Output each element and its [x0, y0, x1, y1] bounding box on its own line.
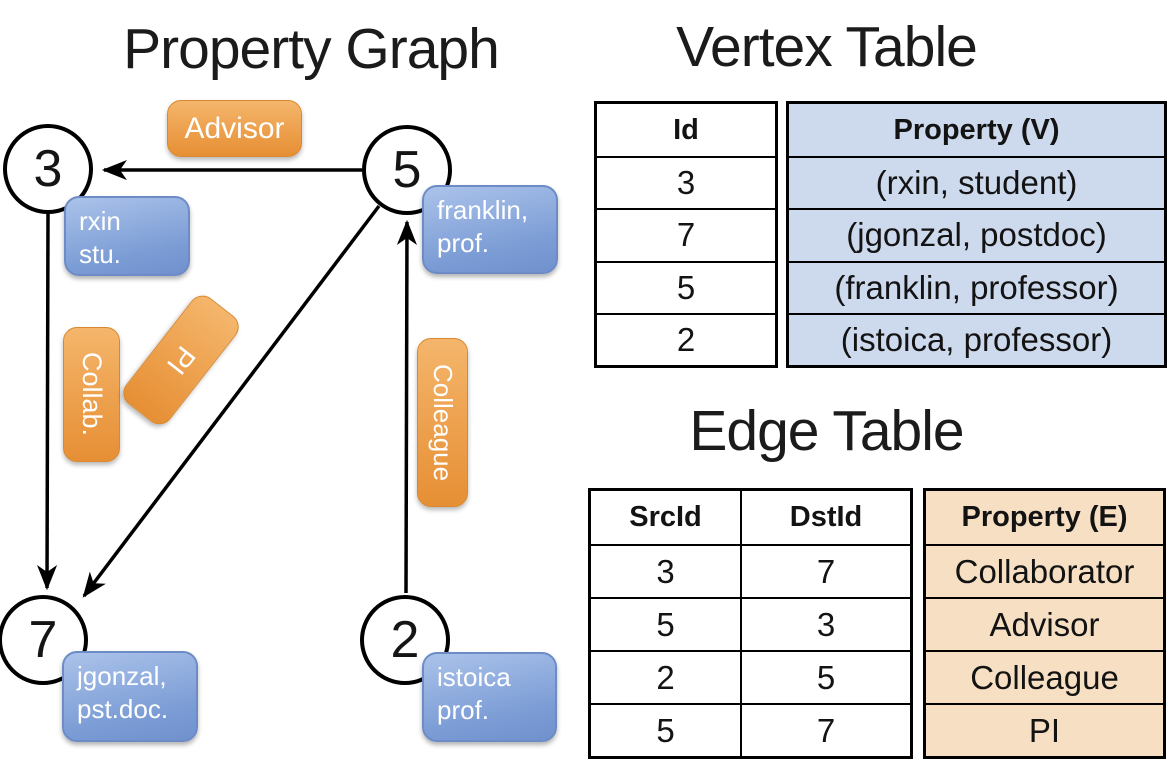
edge-collab-line: [36, 213, 58, 591]
vertex-table-property-cell: (istoica, professor): [789, 312, 1164, 365]
vertex-label-rxin: rxin stu.: [64, 196, 190, 276]
edge-table-src-dst-columns: SrcId DstId 3 7 5 3 2 5 5 7: [588, 488, 913, 759]
edge-table-title: Edge Table: [689, 399, 964, 463]
edge-pi-line: [82, 204, 381, 598]
edge-table-property-cell: Advisor: [926, 597, 1163, 650]
edge-table-dst-cell: 7: [740, 544, 910, 597]
vertex-table-property-column: Property (V) (rxin, student) (jgonzal, p…: [786, 101, 1167, 368]
vertex-label-istoica: istoica prof.: [422, 652, 557, 742]
edge-label-advisor: Advisor: [167, 100, 302, 157]
edge-table-src-cell: 5: [591, 703, 740, 756]
vertex-table-id-cell: 5: [597, 260, 775, 313]
vertex-table-property-cell: (jgonzal, postdoc): [789, 208, 1164, 260]
vertex-table-id-cell: 3: [597, 156, 775, 208]
vertex-label-line: istoica: [437, 662, 511, 692]
edge-table-property-cell: PI: [926, 703, 1163, 756]
vertex-table-property-cell: (rxin, student): [789, 156, 1164, 208]
edge-colleague-line: [396, 219, 418, 594]
vertex-table-id-cell: 7: [597, 208, 775, 260]
edge-label-collab: Collab.: [63, 327, 120, 462]
vertex-table-property-header: Property (V): [893, 113, 1060, 146]
edge-table-property-header: Property (E): [961, 501, 1128, 533]
edge-table-src-cell: 2: [591, 650, 740, 703]
property-graph-title: Property Graph: [123, 17, 500, 81]
edge-table-property-cell: Collaborator: [926, 544, 1163, 597]
edge-table-property-cell: Colleague: [926, 650, 1163, 703]
edge-table-dst-cell: 3: [740, 597, 910, 650]
vertex-label-line: franklin,: [437, 195, 529, 225]
vertex-label-line: rxin: [79, 206, 121, 236]
vertex-table-id-cell: 2: [597, 312, 775, 365]
edge-label-colleague: Colleague: [417, 338, 468, 507]
vertex-label-line: prof.: [437, 695, 490, 726]
vertex-label-line: jgonzal,: [77, 661, 167, 691]
edge-table-dst-cell: 7: [740, 703, 910, 756]
vertex-label-line: prof.: [437, 228, 490, 259]
edge-table-src-cell: 3: [591, 544, 740, 597]
edge-table-property-column: Property (E) Collaborator Advisor Collea…: [923, 488, 1166, 759]
edge-table-src-cell: 5: [591, 597, 740, 650]
vertex-label-line: stu.: [79, 239, 121, 270]
vertex-table-property-cell: (franklin, professor): [789, 260, 1164, 313]
vertex-table-id-column: Id 3 7 5 2: [594, 101, 778, 368]
vertex-label-line: pst.doc.: [77, 694, 169, 725]
edge-table-dst-cell: 5: [740, 650, 910, 703]
vertex-table-id-header: Id: [673, 113, 699, 146]
vertex-table-title: Vertex Table: [676, 15, 978, 79]
edge-table-dst-header: DstId: [740, 491, 910, 544]
graph-node-3: 3: [3, 124, 93, 214]
vertex-label-jgonzal: jgonzal, pst.doc.: [62, 651, 198, 742]
vertex-label-franklin: franklin, prof.: [422, 185, 558, 274]
edge-table-src-header: SrcId: [629, 501, 702, 533]
